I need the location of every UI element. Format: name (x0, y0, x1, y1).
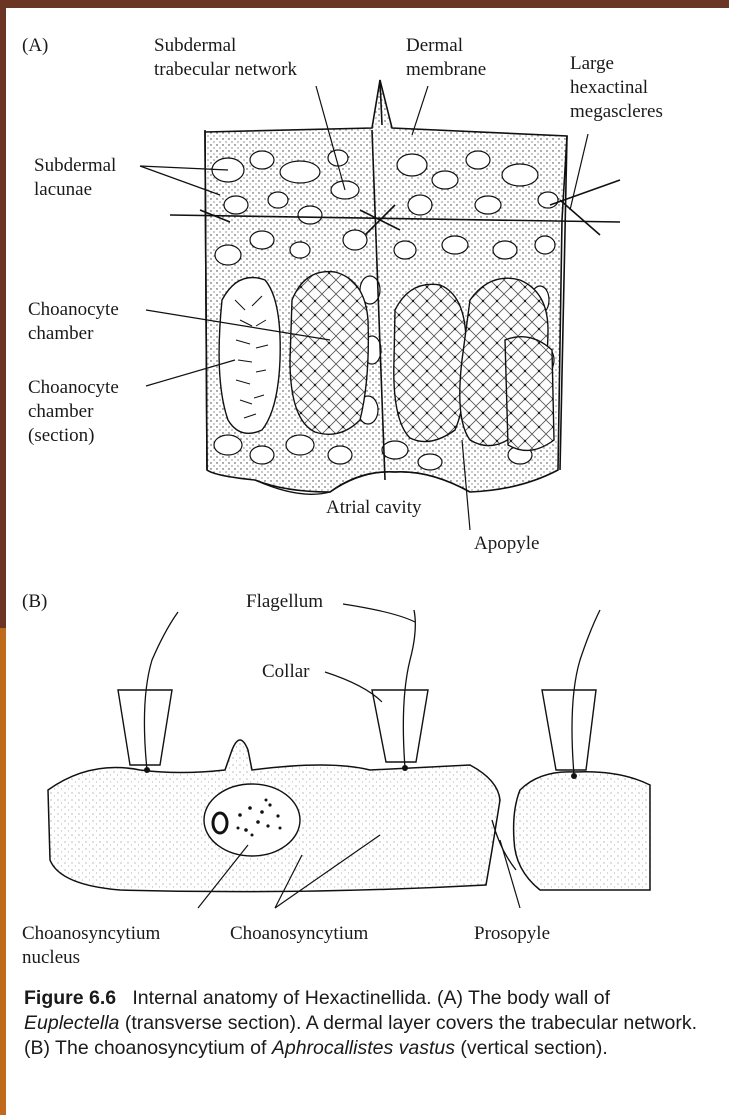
chamber-section (219, 278, 280, 434)
label-subdermal-lacunae: Subdermal lacunae (34, 154, 116, 202)
panel-a-diagram (170, 80, 620, 494)
label-collar: Collar (262, 660, 310, 684)
nucleolus (213, 813, 227, 833)
label-prosopyle: Prosopyle (474, 922, 550, 946)
label-large-hexactinal-megascleres: Large hexactinal megascleres (570, 52, 663, 124)
label-choanocyte-chamber-section: Choanocyte chamber (section) (28, 376, 119, 448)
label-flagellum: Flagellum (246, 590, 323, 614)
caption-text-1: Internal anatomy of Hexactinellida. (A) … (132, 987, 610, 1009)
label-choanosyncytium-nucleus: Choanosyncytium nucleus (22, 922, 160, 970)
syncytium-right (514, 772, 650, 890)
panel-b-letter: (B) (22, 590, 47, 614)
label-apopyle: Apopyle (474, 532, 539, 556)
collars (118, 690, 596, 770)
chambers-intact (290, 272, 554, 451)
caption-genus: Euplectella (24, 1012, 119, 1034)
panel-b-diagram (48, 610, 650, 892)
caption-species: Aphrocallistes vastus (272, 1037, 455, 1059)
label-dermal-membrane: Dermal membrane (406, 34, 486, 82)
label-atrial-cavity: Atrial cavity (326, 496, 422, 520)
caption-figure-label: Figure 6.6 (24, 987, 116, 1009)
label-subdermal-trabecular-network: Subdermal trabecular network (154, 34, 297, 82)
figure-caption: Figure 6.6 Internal anatomy of Hexactine… (24, 986, 704, 1061)
figure-illustration (0, 0, 729, 980)
label-choanocyte-chamber: Choanocyte chamber (28, 298, 119, 346)
panel-a-letter: (A) (22, 34, 48, 58)
caption-text-3: (vertical section). (455, 1037, 608, 1059)
label-choanosyncytium: Choanosyncytium (230, 922, 368, 946)
